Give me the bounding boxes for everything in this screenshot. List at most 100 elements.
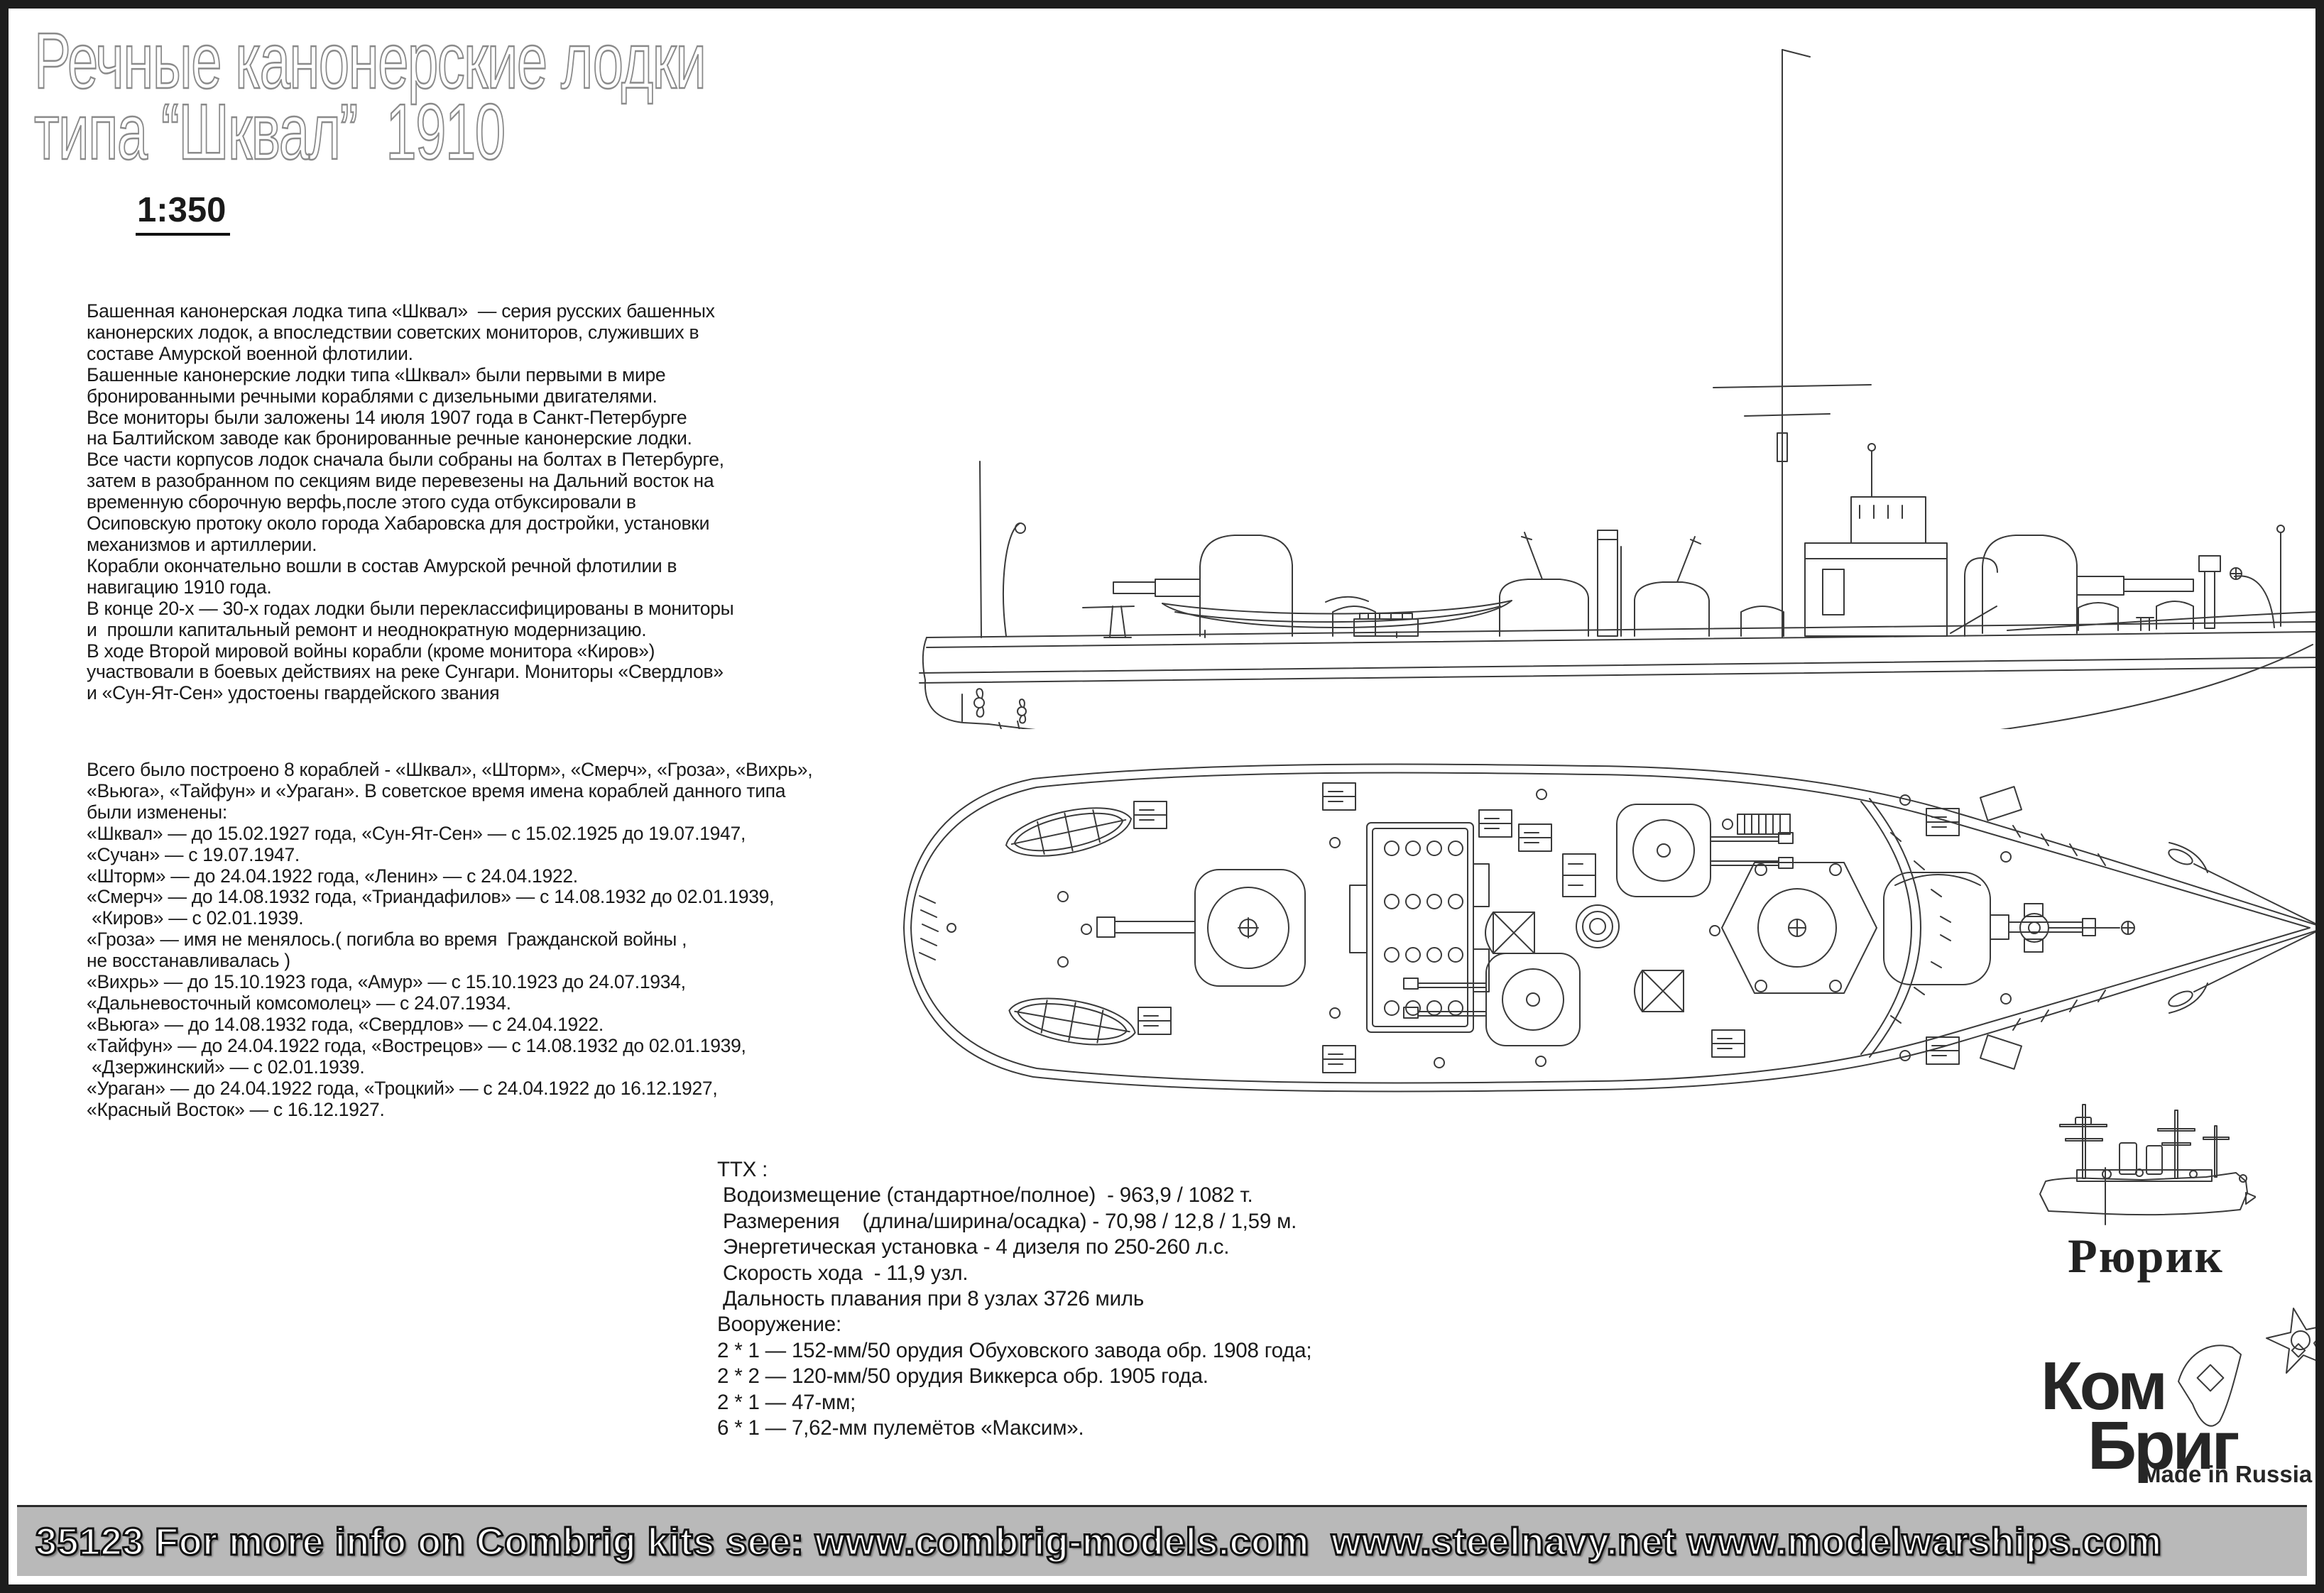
history-line: механизмов и артиллерии.	[87, 533, 317, 555]
stern-davit	[1003, 523, 1020, 637]
lifeboat	[1162, 596, 1512, 638]
history-line: и прошли капитальный ремонт и неоднократ…	[87, 618, 647, 640]
made-in-russia-label: Made in Russia	[2142, 1461, 2313, 1487]
bollard	[2136, 617, 2154, 631]
spec-line: Дальность плавания при 8 узлах 3726 миль	[717, 1287, 1145, 1311]
aft-120mm-turret	[1499, 532, 1589, 637]
railing-hoop	[1740, 606, 1784, 637]
history-line: затем в разобранном по секциям виде пере…	[87, 470, 714, 492]
fleet-line: «Ураган» — до 24.04.1922 года, «Троцкий»…	[87, 1077, 718, 1099]
spec-line: 2 * 2 — 120-мм/50 орудия Виккерса обр. 1…	[717, 1364, 1209, 1389]
spec-line: Энергетическая установка - 4 дизеля по 2…	[717, 1235, 1230, 1259]
davit-block	[1015, 522, 1026, 534]
funnel	[1597, 530, 1622, 637]
footer-bar: 35123 For more info on Combrig kits see:…	[17, 1505, 2307, 1576]
forward-turret	[1982, 535, 2194, 634]
conning-platform	[1721, 814, 1877, 994]
page-title-line2: типа “Шквал” 1910	[33, 88, 506, 176]
spec-line: Водоизмещение (стандартное/полное) - 963…	[717, 1183, 1253, 1208]
plan-aft-turret	[1096, 869, 1306, 987]
scale-label: 1:350	[136, 190, 231, 236]
fleet-line: «Дальневосточный комсомолец» — с 24.07.1…	[87, 992, 511, 1014]
fleet-line: «Шторм» — до 24.04.1922 года, «Ленин» — …	[87, 865, 578, 887]
rurik-logo-label: Рюрик	[2068, 1229, 2224, 1283]
kombrig-logo-text-bottom: Бриг	[2088, 1408, 2240, 1484]
deck-plan-drawing	[903, 763, 2315, 1225]
history-line: Башенные канонерские лодки типа «Шквал» …	[87, 363, 666, 385]
history-line: бронированными речными кораблями с дизел…	[87, 385, 658, 407]
spec-line: 2 * 1 — 47-мм;	[717, 1390, 856, 1414]
ships-boat	[1008, 997, 1136, 1046]
bow-samson-post	[2198, 555, 2221, 629]
history-line: Все мониторы были заложены 14 июля 1907 …	[87, 406, 687, 428]
history-line: на Балтийском заводе как бронированные р…	[87, 427, 692, 449]
history-line: временную сборочную верфь,после этого су…	[87, 491, 636, 513]
history-line: составе Амурской военной флотилии.	[87, 342, 413, 364]
fleet-line: «Дзержинский» — с 02.01.1939.	[87, 1056, 365, 1078]
breakwater	[1860, 798, 1951, 1058]
bow-detail	[2012, 825, 2315, 1031]
boat-chock	[1634, 970, 1684, 1012]
history-line: и «Сун-Ят-Сен» удостоены гвардейского зв…	[87, 682, 500, 704]
superstructure	[1804, 443, 1998, 637]
spec-line: ТТХ :	[717, 1158, 768, 1181]
fleet-line: «Гроза» — имя не менялось.( погибла во в…	[87, 929, 687, 951]
fwd-120mm-turret	[1634, 536, 1710, 637]
plan-fwd-120-turret	[1616, 804, 1794, 897]
history-line: В ходе Второй мировой войны корабли (кро…	[87, 640, 655, 662]
spec-line: Скорость хода - 11,9 узл.	[717, 1261, 969, 1285]
deck-portholes	[1057, 789, 2012, 1068]
fleet-line: «Вихрь» — до 15.10.1923 года, «Амур» — с…	[87, 971, 686, 993]
spec-line: Вооружение:	[717, 1313, 841, 1337]
fleet-line: «Сучан» — с 19.07.1947.	[87, 843, 300, 865]
plan-hull-outline	[903, 763, 2315, 1093]
history-line: участвовали в боевых действиях на реке С…	[87, 661, 724, 683]
plan-funnel	[1576, 904, 1620, 948]
casemate	[1349, 822, 1490, 1033]
spec-line: 6 * 1 — 7,62-мм пулемётов «Максим».	[717, 1416, 1084, 1440]
railing-hoop	[2156, 601, 2194, 630]
rurik-ship-logo-icon	[2039, 1104, 2256, 1216]
history-text-block: Башенная канонерская лодка типа «Шквал» …	[87, 300, 734, 704]
fleet-renaming-block: Всего было построено 8 кораблей - «Шквал…	[87, 759, 813, 1120]
fleet-line: «Киров» — с 02.01.1939.	[87, 907, 304, 929]
history-line: Корабли окончательно вошли в состав Амур…	[87, 554, 677, 576]
history-line: В конце 20-х — 30-х годах лодки были пер…	[87, 597, 734, 619]
stern-flagstaff	[979, 461, 982, 638]
page-title-line1: Речные канонерские лодки	[33, 17, 707, 105]
deck-hatches	[1133, 782, 2023, 1073]
fleet-line: «Красный Восток» — с 16.12.1927.	[87, 1098, 385, 1120]
history-line: навигацию 1910 года.	[87, 576, 272, 598]
specs-block: ТТХ : Водоизмещение (стандартное/полное)…	[717, 1157, 1312, 1441]
anchor-crane	[2230, 567, 2275, 628]
history-line: Башенная канонерская лодка типа «Шквал» …	[87, 300, 715, 322]
porthole-row	[1384, 841, 1463, 1016]
history-line: Осиповскую протоку около города Хабаровс…	[87, 513, 710, 535]
side-profile-drawing	[919, 49, 2315, 729]
fleet-line: «Вьюга», «Тайфун» и «Ураган». В советско…	[87, 779, 786, 801]
fleet-line: не восстанавливалась )	[87, 950, 290, 972]
fleet-line: «Тайфун» — до 24.04.1922 года, «Вострецо…	[87, 1034, 746, 1056]
railing-hoop	[2078, 602, 2119, 631]
main-mast	[1713, 49, 1872, 638]
aft-turret	[1113, 535, 1293, 637]
history-line: канонерских лодок, а впоследствии советс…	[87, 321, 699, 343]
fleet-line: «Вьюга» — до 14.08.1932 года, «Свердлов»…	[87, 1013, 604, 1035]
kombrig-star-flag-icon	[2178, 1308, 2315, 1427]
ships-boat	[1005, 807, 1133, 857]
spec-line: 2 * 1 — 152-мм/50 орудия Обуховского зав…	[717, 1338, 1312, 1362]
footer-websites-text: 35123 For more info on Combrig kits see:…	[35, 1519, 2163, 1564]
fleet-line: «Шквал» — до 15.02.1927 года, «Сун-Ят-Се…	[87, 822, 746, 844]
boat-chock	[1485, 912, 1535, 954]
windlass	[2019, 913, 2135, 943]
fleet-line: Всего было построено 8 кораблей - «Шквал…	[87, 759, 813, 780]
kombrig-logo-text-top: Ком	[2041, 1348, 2168, 1424]
railing-hoop	[1332, 606, 1376, 637]
stern-47mm-gun	[1082, 606, 1135, 638]
propeller	[961, 688, 1027, 729]
skylight-box	[1353, 618, 1419, 637]
fleet-line: были изменены:	[87, 801, 227, 823]
history-line: Все части корпусов лодок сначала были со…	[87, 449, 724, 471]
spec-line: Размерения (длина/ширина/осадка) - 70,98…	[717, 1209, 1297, 1233]
